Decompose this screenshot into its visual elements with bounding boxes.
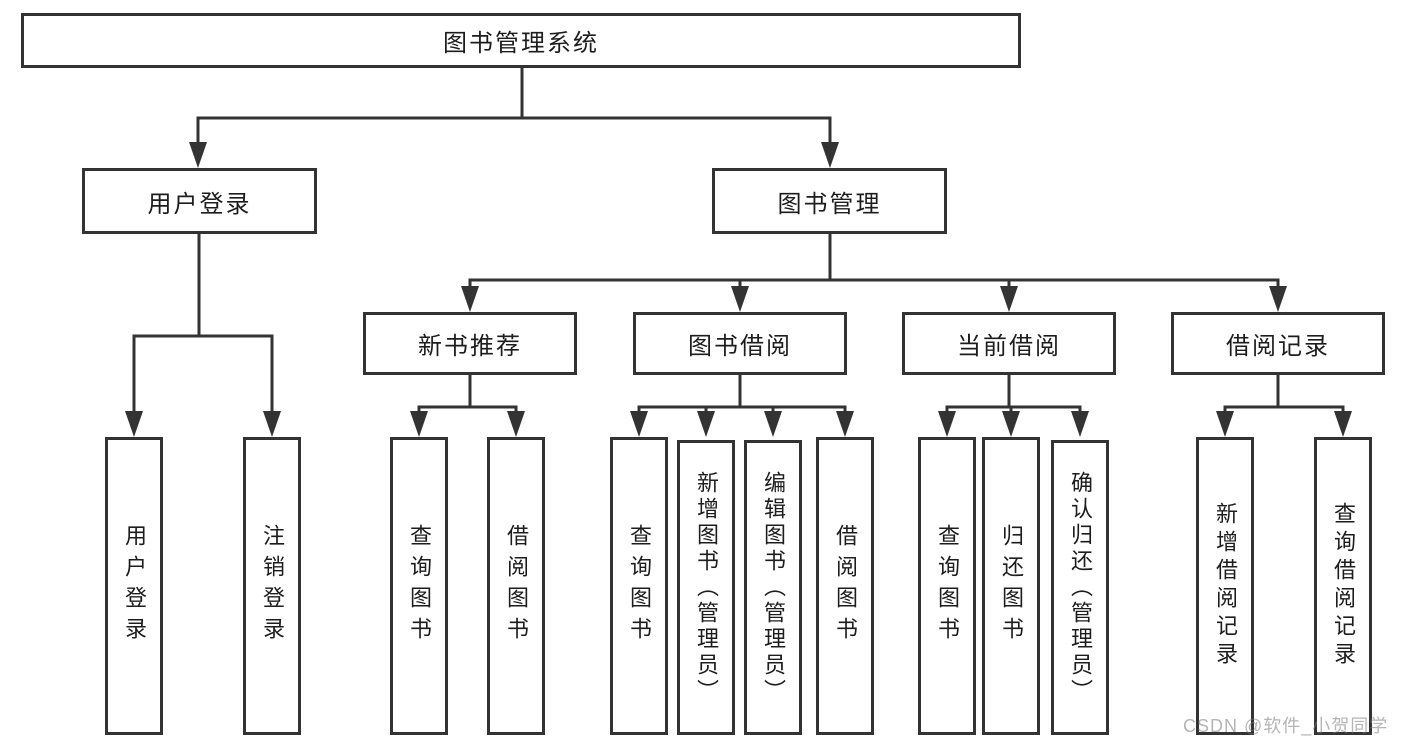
- arrowhead: [410, 411, 428, 437]
- arrowhead: [836, 411, 854, 437]
- node-book-management: 图书管理: [712, 168, 947, 234]
- arrowhead: [125, 411, 143, 437]
- leaf-label: 查询图书: [627, 524, 652, 648]
- node-borrowing-records: 借阅记录: [1171, 312, 1385, 375]
- arrowhead: [507, 411, 525, 437]
- arrowhead: [1269, 286, 1287, 312]
- arrowhead: [461, 286, 479, 312]
- leaf-label: 编辑图书（管理员）: [761, 470, 786, 705]
- leaf-label: 新增图书（管理员）: [694, 470, 719, 705]
- arrowhead: [1002, 411, 1020, 437]
- leaf-query-books-recommend: 查询图书: [390, 437, 448, 735]
- leaf-label: 查询借阅记录: [1331, 502, 1356, 670]
- leaf-label: 新增借阅记录: [1213, 502, 1238, 670]
- arrowhead: [697, 411, 715, 437]
- leaf-return-books: 归还图书: [982, 437, 1040, 735]
- leaf-label: 查询图书: [407, 524, 432, 648]
- leaf-label: 借阅图书: [504, 524, 529, 648]
- leaf-logout: 注销登录: [243, 437, 301, 735]
- leaf-label: 确认归还（管理员）: [1068, 470, 1093, 705]
- node-new-book-recommendation: 新书推荐: [363, 312, 577, 375]
- node-book-borrowing: 图书借阅: [633, 312, 847, 375]
- arrowhead: [1000, 286, 1018, 312]
- arrowhead: [764, 411, 782, 437]
- leaf-edit-books-admin: 编辑图书（管理员）: [744, 440, 802, 735]
- leaf-add-books-admin: 新增图书（管理员）: [677, 440, 735, 735]
- arrowhead: [630, 411, 648, 437]
- connector-user-login: [125, 234, 281, 437]
- leaf-query-books-borrowing: 查询图书: [610, 437, 668, 735]
- leaf-query-books-current: 查询图书: [918, 437, 976, 735]
- connector-book-management: [461, 234, 1287, 312]
- arrowhead: [938, 411, 956, 437]
- node-current-borrowing: 当前借阅: [902, 312, 1116, 375]
- connector-root: [189, 68, 839, 168]
- arrowhead: [189, 142, 207, 168]
- leaf-borrow-books-recommend: 借阅图书: [487, 437, 545, 735]
- leaf-label: 归还图书: [999, 524, 1024, 648]
- leaf-query-borrow-record: 查询借阅记录: [1314, 437, 1372, 735]
- connector-book-borrowing: [630, 375, 854, 437]
- arrowhead: [821, 142, 839, 168]
- leaf-user-login: 用户登录: [105, 437, 163, 735]
- arrowhead: [731, 286, 749, 312]
- node-user-login: 用户登录: [82, 168, 317, 234]
- leaf-label: 借阅图书: [833, 524, 858, 648]
- arrowhead: [263, 411, 281, 437]
- connector-new-book-recommendation: [410, 375, 525, 437]
- node-root: 图书管理系统: [21, 13, 1021, 68]
- leaf-confirm-return-admin: 确认归还（管理员）: [1051, 440, 1109, 735]
- leaf-label: 查询图书: [935, 524, 960, 648]
- arrowhead: [1334, 411, 1352, 437]
- arrowhead: [1216, 411, 1234, 437]
- arrowhead: [1071, 411, 1089, 437]
- leaf-label: 注销登录: [260, 524, 285, 648]
- leaf-label: 用户登录: [122, 524, 147, 648]
- watermark: CSDN @软件_小贺同学: [1183, 716, 1389, 736]
- leaf-add-borrow-record: 新增借阅记录: [1196, 437, 1254, 735]
- connector-current-borrowing: [938, 375, 1089, 437]
- leaf-borrow-books-borrowing: 借阅图书: [816, 437, 874, 735]
- connector-borrowing-records: [1216, 375, 1352, 437]
